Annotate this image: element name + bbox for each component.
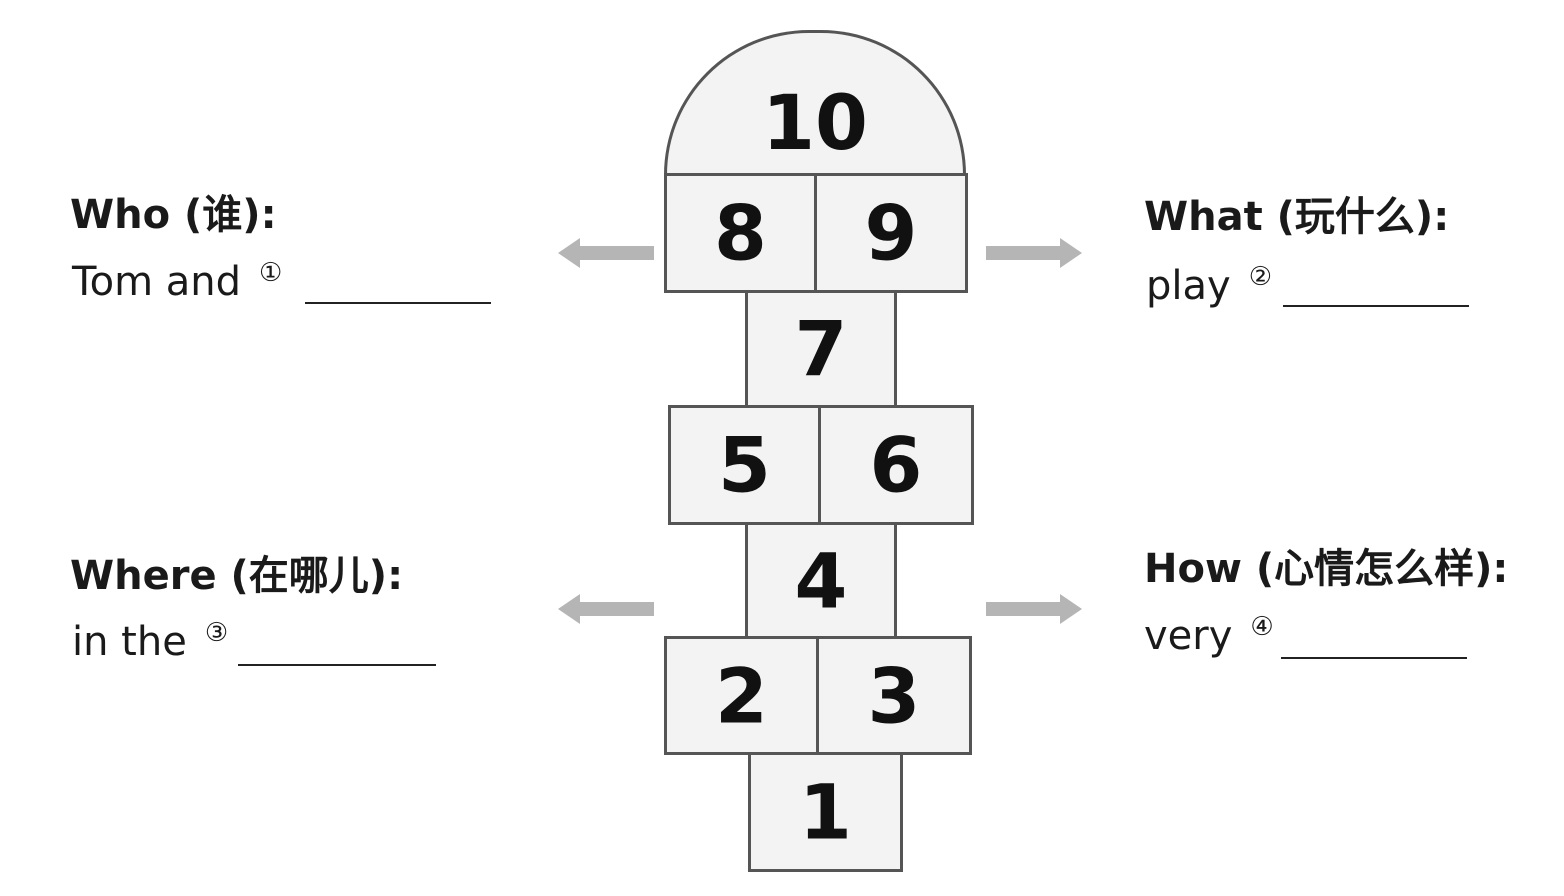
where-line: in the ③ [72, 618, 228, 665]
hopscotch-cell-1: 1 [748, 752, 903, 872]
arrow-right-bottom-icon [986, 594, 1082, 624]
who-number: ① [259, 258, 283, 288]
how-number: ④ [1250, 612, 1274, 642]
arrow-right-top-icon [986, 238, 1082, 268]
hopscotch-cell-7: 7 [745, 290, 897, 408]
hopscotch-cell-8: 8 [664, 173, 817, 293]
where-number: ③ [204, 618, 229, 648]
arrow-left-bottom-icon [558, 594, 654, 624]
how-label: How (心情怎么样): [1144, 546, 1509, 592]
cell-2-number: 2 [715, 651, 768, 740]
how-line: very ④ [1144, 612, 1274, 659]
cell-3-number: 3 [867, 651, 921, 740]
hopscotch-cell-9: 9 [814, 173, 968, 293]
cell-7-number: 7 [794, 304, 848, 394]
what-line: play ② [1146, 262, 1272, 309]
what-prefix: play [1146, 263, 1231, 309]
hopscotch-cell-10: 10 [664, 30, 966, 175]
what-number: ② [1248, 262, 1272, 292]
arrow-left-top-icon [558, 238, 654, 268]
where-label: Where (在哪儿): [70, 553, 404, 599]
where-prefix: in the [72, 619, 187, 665]
hopscotch-cell-3: 3 [816, 636, 972, 755]
how-blank[interactable] [1281, 657, 1467, 659]
where-blank[interactable] [238, 664, 436, 666]
cell-6-number: 6 [869, 420, 923, 510]
who-label: Who (谁): [70, 192, 277, 238]
what-blank[interactable] [1283, 305, 1469, 307]
who-blank[interactable] [305, 302, 491, 304]
how-prefix: very [1144, 613, 1233, 659]
cell-1-number: 1 [799, 767, 852, 857]
cell-9-number: 9 [864, 188, 918, 278]
hopscotch-cell-6: 6 [818, 405, 974, 525]
who-prefix: Tom and [72, 259, 242, 305]
who-line: Tom and ① [72, 258, 282, 305]
hopscotch-cell-5: 5 [668, 405, 821, 525]
cell-4-number: 4 [794, 536, 848, 625]
cell-5-number: 5 [718, 420, 771, 510]
hopscotch-cell-4: 4 [745, 522, 897, 639]
what-label: What (玩什么): [1144, 194, 1450, 240]
cell-8-number: 8 [714, 188, 767, 278]
hopscotch-cell-2: 2 [664, 636, 819, 755]
cell-10-number: 10 [762, 78, 868, 167]
